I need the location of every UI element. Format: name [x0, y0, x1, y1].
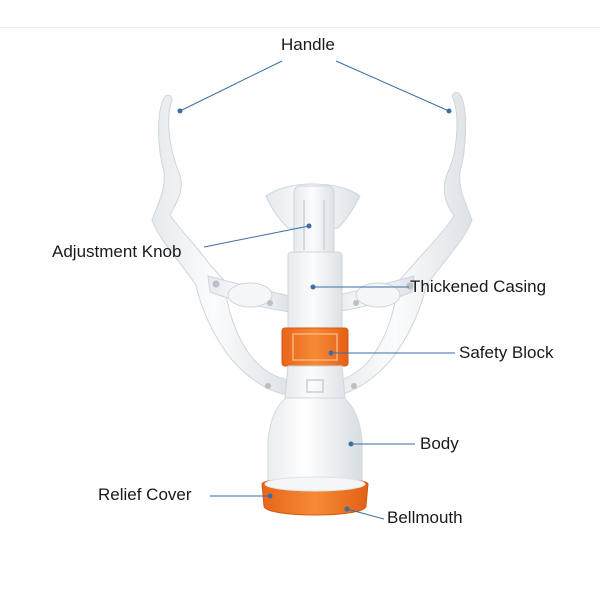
label-relief-cover: Relief Cover — [98, 485, 192, 504]
leader-knob — [203, 225, 310, 248]
label-adjustment-knob: Adjustment Knob — [52, 242, 182, 261]
left-rivet — [212, 280, 220, 288]
right-rivet — [406, 282, 414, 290]
adjustment-knob-shape — [293, 185, 335, 257]
leader-handle-right — [335, 60, 450, 112]
lower-left-rivet — [265, 383, 271, 389]
leader-handle-left — [179, 60, 283, 112]
left-rivet-2 — [267, 300, 273, 306]
leader-bellmouth — [346, 508, 385, 520]
label-bellmouth: Bellmouth — [387, 508, 463, 527]
body-shape — [267, 397, 363, 491]
left-handle-arm — [151, 94, 291, 396]
label-body: Body — [420, 434, 459, 453]
lower-right-rivet — [351, 383, 357, 389]
label-safety-block: Safety Block — [459, 343, 554, 362]
top-divider — [0, 27, 600, 28]
label-handle: Handle — [281, 35, 335, 54]
leader-lines — [177, 60, 455, 520]
right-rivet-2 — [353, 300, 359, 306]
left-pivot — [227, 282, 273, 308]
thickened-casing-shape — [287, 251, 343, 333]
right-handle-arm — [331, 92, 473, 397]
label-thickened-casing: Thickened Casing — [410, 277, 547, 296]
right-pivot — [355, 282, 401, 308]
